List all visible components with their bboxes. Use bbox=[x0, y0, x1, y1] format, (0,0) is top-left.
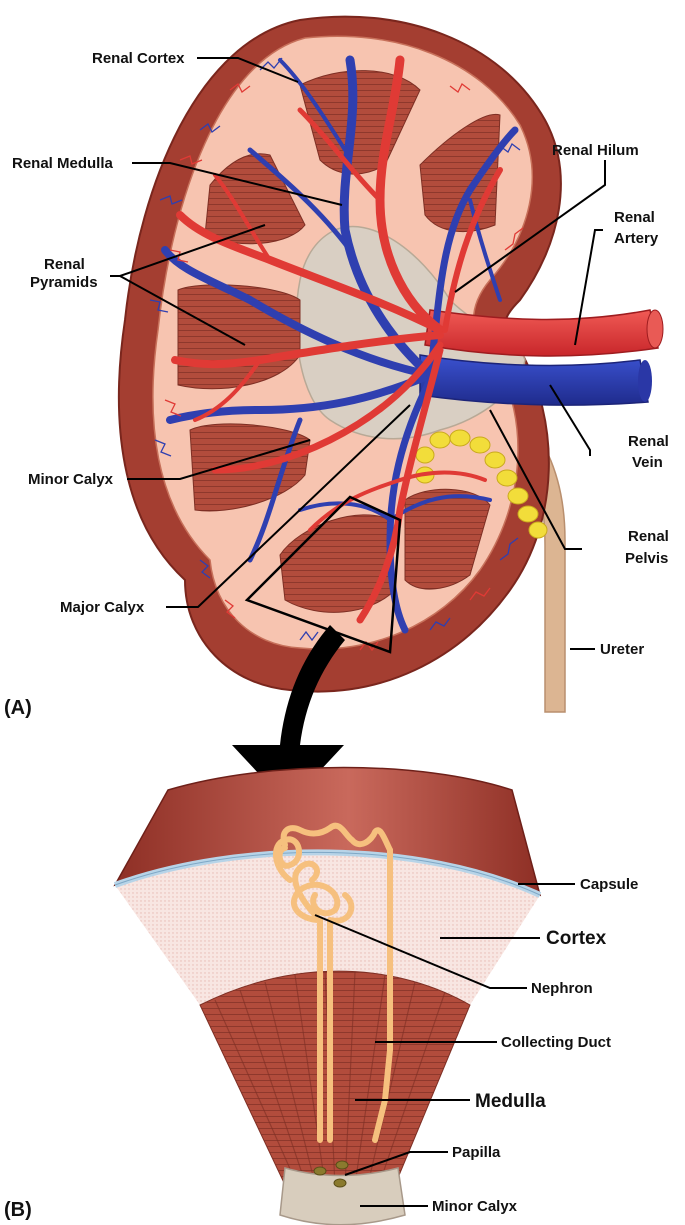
label-capsule: Capsule bbox=[580, 876, 638, 893]
nephron bbox=[273, 822, 393, 1143]
label-minor-calyx-a: Minor Calyx bbox=[28, 471, 114, 488]
leaders-a bbox=[110, 57, 606, 650]
renal-vein bbox=[419, 354, 649, 406]
medulla-region bbox=[199, 970, 471, 1193]
artery-branches bbox=[171, 55, 503, 624]
magnify-box bbox=[244, 495, 402, 654]
label-cortex: Cortex bbox=[546, 928, 607, 949]
minor-calyx-cup bbox=[279, 1167, 406, 1225]
leaders-b bbox=[314, 883, 575, 1207]
renal-vein-opening bbox=[638, 360, 652, 402]
label-renal-pelvis-2: Pelvis bbox=[625, 550, 668, 567]
papilla-openings bbox=[313, 1160, 349, 1188]
labels-b: Capsule Cortex Nephron Collecting Duct M… bbox=[4, 876, 638, 1221]
label-collecting-duct: Collecting Duct bbox=[501, 1034, 611, 1051]
panel-label-b: (B) bbox=[4, 1199, 32, 1221]
label-medulla: Medulla bbox=[475, 1091, 546, 1112]
pyramid-lower-right bbox=[404, 488, 491, 590]
labels-a: Renal Cortex Renal Medulla Renal Pyramid… bbox=[4, 50, 669, 719]
label-renal-pyramids-2: Pyramids bbox=[30, 274, 98, 291]
pyramid-top bbox=[299, 70, 421, 175]
label-ureter: Ureter bbox=[600, 641, 644, 658]
label-renal-vein-1: Renal bbox=[628, 433, 669, 450]
renal-artery-opening bbox=[646, 309, 664, 349]
label-renal-artery-2: Artery bbox=[614, 230, 659, 247]
label-minor-calyx-b: Minor Calyx bbox=[432, 1198, 518, 1215]
label-nephron: Nephron bbox=[531, 980, 593, 997]
wedge-panel-b bbox=[113, 766, 542, 1225]
zoom-arrow bbox=[232, 625, 345, 805]
renal-artery bbox=[424, 309, 659, 357]
hilum-fat bbox=[415, 429, 548, 539]
label-renal-pyramids-1: Renal bbox=[44, 256, 85, 273]
medulla-striations bbox=[214, 971, 446, 1187]
panel-label-a: (A) bbox=[4, 697, 32, 719]
label-major-calyx: Major Calyx bbox=[60, 599, 145, 616]
kidney-panel-a bbox=[117, 15, 664, 713]
label-renal-pelvis-1: Renal bbox=[628, 528, 669, 545]
label-renal-artery-1: Renal bbox=[614, 209, 655, 226]
label-renal-medulla: Renal Medulla bbox=[12, 155, 114, 172]
label-renal-hilum: Renal Hilum bbox=[552, 142, 639, 159]
label-renal-vein-2: Vein bbox=[632, 454, 663, 471]
label-papilla: Papilla bbox=[452, 1144, 501, 1161]
label-renal-cortex: Renal Cortex bbox=[92, 50, 185, 67]
